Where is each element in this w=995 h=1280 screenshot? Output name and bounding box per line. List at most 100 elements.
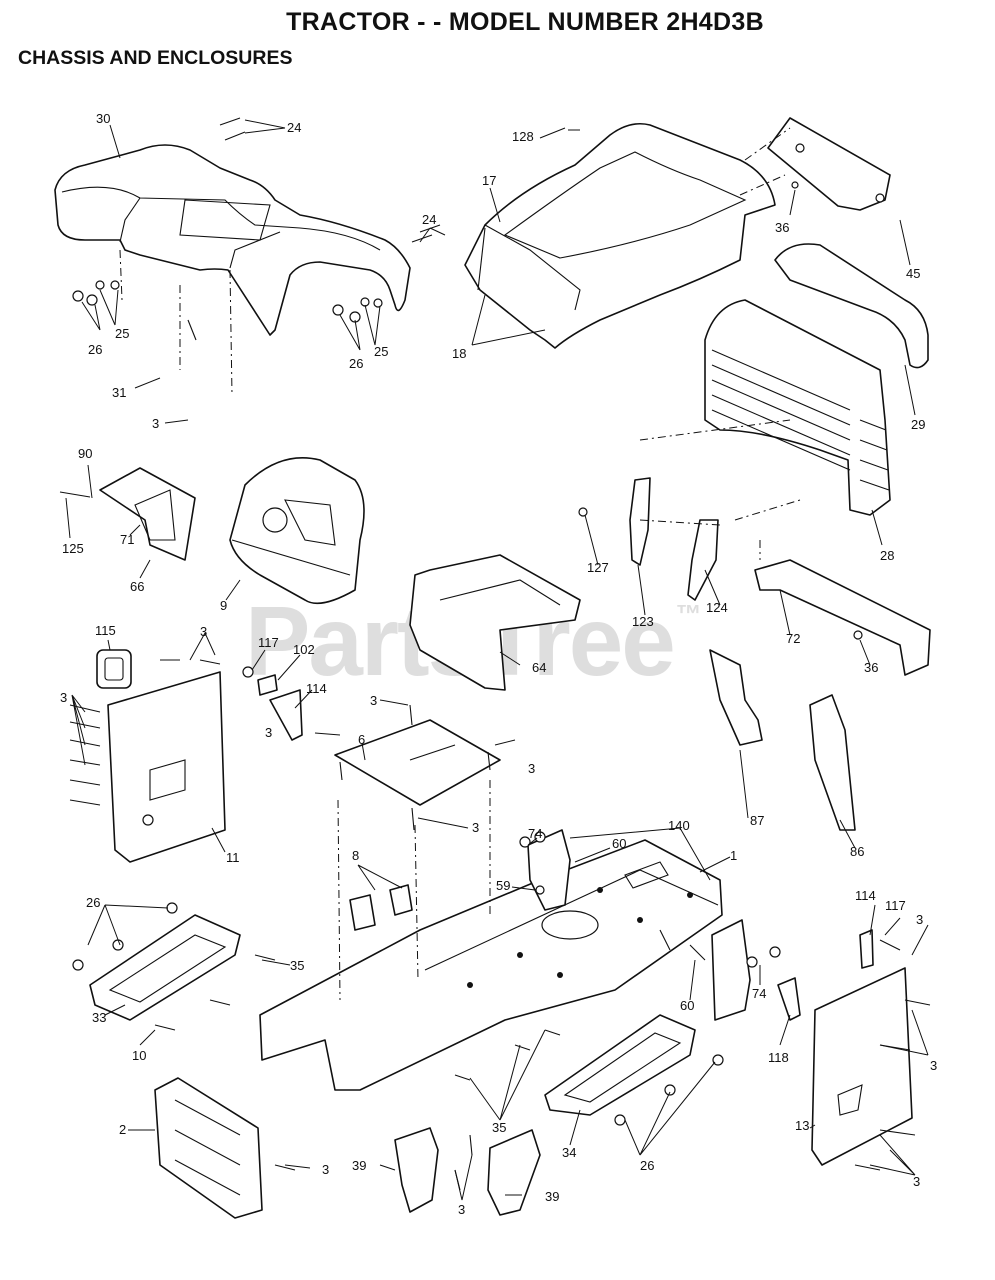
callout-3: 3 [913,1174,920,1189]
callout-3: 3 [152,416,159,431]
callout-118: 118 [768,1050,789,1065]
callout-60: 60 [680,998,694,1013]
part-footrest-right[interactable] [544,1014,696,1116]
callout-87: 87 [750,813,764,828]
callout-60: 60 [612,836,626,851]
callout-72: 72 [786,631,800,646]
part-hood-top[interactable] [774,243,929,369]
callout-127: 127 [587,560,609,575]
callout-34: 34 [562,1145,576,1160]
callout-26: 26 [349,356,363,371]
callout-26: 26 [88,342,102,357]
callout-30: 30 [96,111,110,126]
callout-10: 10 [132,1048,146,1063]
callout-8: 8 [352,848,359,863]
callout-90: 90 [78,446,92,461]
callout-123: 123 [632,614,654,629]
callout-115: 115 [95,623,116,638]
callout-35: 35 [290,958,304,973]
callout-36: 36 [864,660,878,675]
part-grille-hood[interactable] [704,299,891,516]
callout-117: 117 [258,635,279,650]
callout-35: 35 [492,1120,506,1135]
callout-3: 3 [370,693,377,708]
callout-66: 66 [130,579,144,594]
callout-26: 26 [86,895,100,910]
diagram-subtitle: CHASSIS AND ENCLOSURES [18,47,293,69]
callout-128: 128 [512,129,534,144]
callout-39: 39 [352,1158,366,1173]
callout-6: 6 [358,732,365,747]
callout-18: 18 [452,346,466,361]
watermark-trademark: ™ [675,599,702,629]
callout-114: 114 [855,888,876,903]
part-bracket-123[interactable] [629,477,651,566]
part-bracket-39-right[interactable] [487,1129,541,1216]
callout-labels: 30 24 24 25 26 25 26 31 3 128 17 18 36 4… [60,111,937,1217]
callout-17: 17 [482,173,496,188]
callout-3: 3 [472,820,479,835]
callout-114: 114 [306,681,327,696]
callout-3: 3 [322,1162,329,1177]
callout-36: 36 [775,220,789,235]
callout-71: 71 [120,532,134,547]
part-bracket-86[interactable] [809,694,856,831]
part-clips-8[interactable] [349,884,413,931]
part-front-panel[interactable] [154,1077,263,1219]
callout-26: 26 [640,1158,654,1173]
callout-124: 124 [706,600,728,615]
callout-28: 28 [880,548,894,563]
part-rear-fender[interactable] [54,144,411,336]
part-dash-support[interactable] [409,554,581,691]
callout-3: 3 [528,761,535,776]
callout-24: 24 [422,212,436,227]
part-dash-console[interactable] [229,457,365,605]
part-grommet-115[interactable] [96,649,132,689]
callout-74: 74 [528,826,542,841]
part-battery-plate[interactable] [334,719,501,806]
callout-45: 45 [906,266,920,281]
callout-64: 64 [532,660,546,675]
callout-3: 3 [458,1202,465,1217]
callout-59: 59 [496,878,510,893]
callout-24: 24 [287,120,301,135]
callout-3: 3 [916,912,923,927]
part-main-frame[interactable] [259,839,723,1091]
callout-33: 33 [92,1010,106,1025]
callout-74: 74 [752,986,766,1001]
callout-102: 102 [293,642,315,657]
callout-3: 3 [60,690,67,705]
part-panel-66[interactable] [99,467,196,561]
alignment-lines [119,127,801,1001]
callout-2: 2 [119,1122,126,1137]
callout-1: 1 [730,848,737,863]
part-footrest-left[interactable] [89,914,241,1021]
callout-25: 25 [115,326,129,341]
callout-39: 39 [545,1189,559,1204]
part-bracket-124[interactable] [687,519,719,601]
callout-3: 3 [265,725,272,740]
callout-13: 13 [795,1118,809,1133]
part-left-side-panel[interactable] [107,671,226,863]
callout-3: 3 [200,624,207,639]
callout-117: 117 [885,898,906,913]
part-bracket-45[interactable] [767,117,891,211]
callout-9: 9 [220,598,227,613]
leader-lines [65,119,929,1201]
part-bracket-39-left[interactable] [394,1127,439,1213]
callout-29: 29 [911,417,925,432]
callout-140: 140 [668,818,690,833]
part-right-side-panel[interactable] [811,967,913,1166]
callout-31: 31 [112,385,126,400]
callout-86: 86 [850,844,864,859]
callout-3: 3 [930,1058,937,1073]
callout-25: 25 [374,344,388,359]
fasteners [59,117,931,1191]
part-bracket-87[interactable] [709,649,763,746]
callout-11: 11 [226,850,240,865]
part-fender-pan[interactable] [464,122,776,349]
callout-125: 125 [62,541,84,556]
diagram-title: TRACTOR - - MODEL NUMBER 2H4D3B [286,8,764,36]
part-bracket-72[interactable] [754,559,931,676]
